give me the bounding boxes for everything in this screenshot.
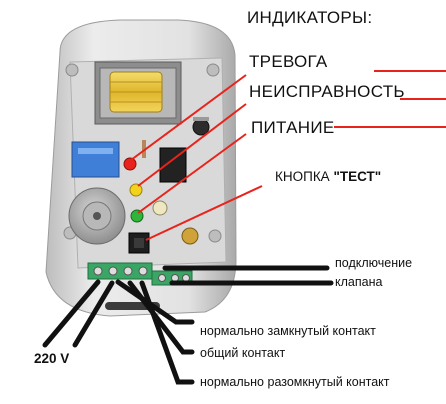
pointer-fault (137, 103, 247, 187)
relay (71, 141, 120, 178)
label-test-button: КНОПКА "ТЕСТ" (275, 170, 381, 184)
pointer-test-button (145, 185, 263, 241)
terminal-block-valve (151, 270, 193, 286)
transformer (94, 61, 182, 125)
label-alarm: ТРЕВОГА (249, 52, 328, 71)
screw-post-top-left (65, 63, 79, 77)
wire-mains-2 (72, 280, 115, 348)
trimmer (152, 200, 168, 216)
screw-post-top-right (206, 63, 220, 77)
led-fault (129, 183, 143, 197)
capacitor-bottom (181, 227, 199, 245)
wire-no-contact (139, 280, 195, 385)
test-button (128, 232, 150, 254)
label-common-contact: общий контакт (200, 346, 286, 360)
pointer-alarm (130, 74, 247, 161)
pointer-power (137, 133, 247, 214)
label-fault: НЕИСПРАВНОСТЬ (249, 82, 405, 101)
wires (42, 265, 334, 385)
terminal-block-power (87, 262, 153, 280)
label-mains-voltage: 220 V (34, 351, 70, 366)
label-valve-line1: подключение (335, 256, 413, 270)
buzzer (68, 187, 126, 245)
indicators-heading: ИНДИКАТОРЫ: (247, 8, 373, 27)
capacitor-top (192, 117, 210, 136)
wire-mains-1 (42, 279, 101, 348)
indicator-pointers (130, 70, 446, 241)
led-alarm (123, 157, 137, 171)
screw-post-bottom-right (208, 229, 222, 243)
wire-common-contact (127, 280, 195, 355)
label-power: ПИТАНИЕ (251, 118, 335, 137)
label-no-contact: нормально разомкнутый контакт (200, 375, 390, 389)
label-nc-contact: нормально замкнутый контакт (200, 324, 376, 338)
label-test-button-prefix: КНОПКА (275, 169, 334, 184)
label-test-button-word: "ТЕСТ" (333, 169, 382, 184)
label-valve-line2: клапана (335, 275, 383, 289)
resistor (142, 140, 146, 158)
led-power (130, 209, 144, 223)
